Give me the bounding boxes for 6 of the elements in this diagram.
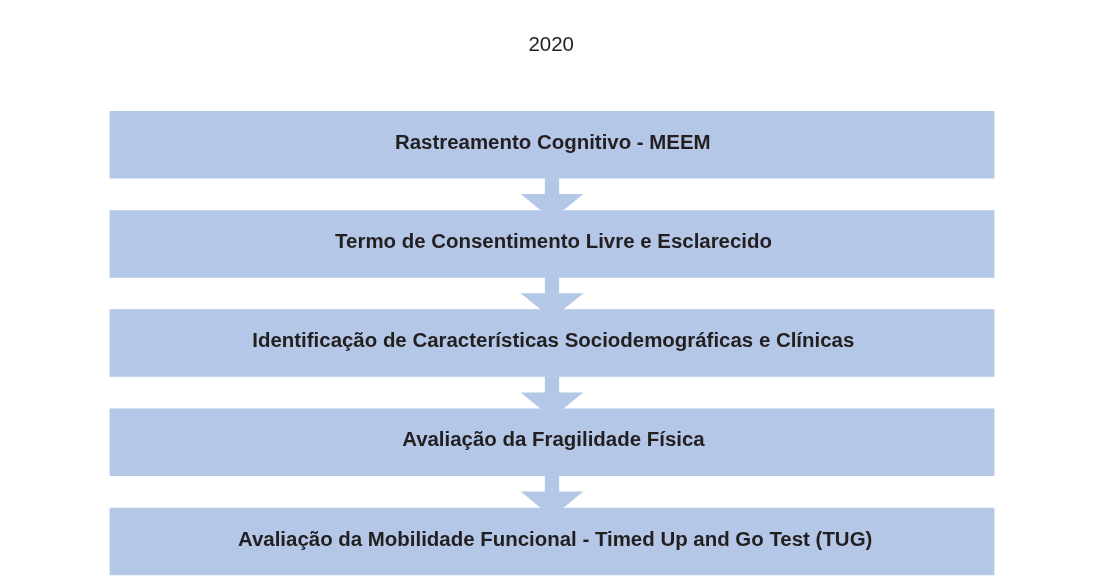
- node-box: Avaliação da Fragilidade Física: [109, 408, 994, 477]
- label: 2020: [527, 31, 574, 55]
- node-box: Rastreamento Cognitivo - MEEM: [109, 110, 994, 179]
- node-box: Avaliação da Mobilidade Funcional - Timed Up and Go Test (TUG): [109, 507, 994, 576]
- node-box: Termo de Consentimento Livre e Esclarecido: [109, 210, 994, 278]
- node-box: Identificação de Características Sociodemográficas e Clínicas: [109, 309, 994, 377]
